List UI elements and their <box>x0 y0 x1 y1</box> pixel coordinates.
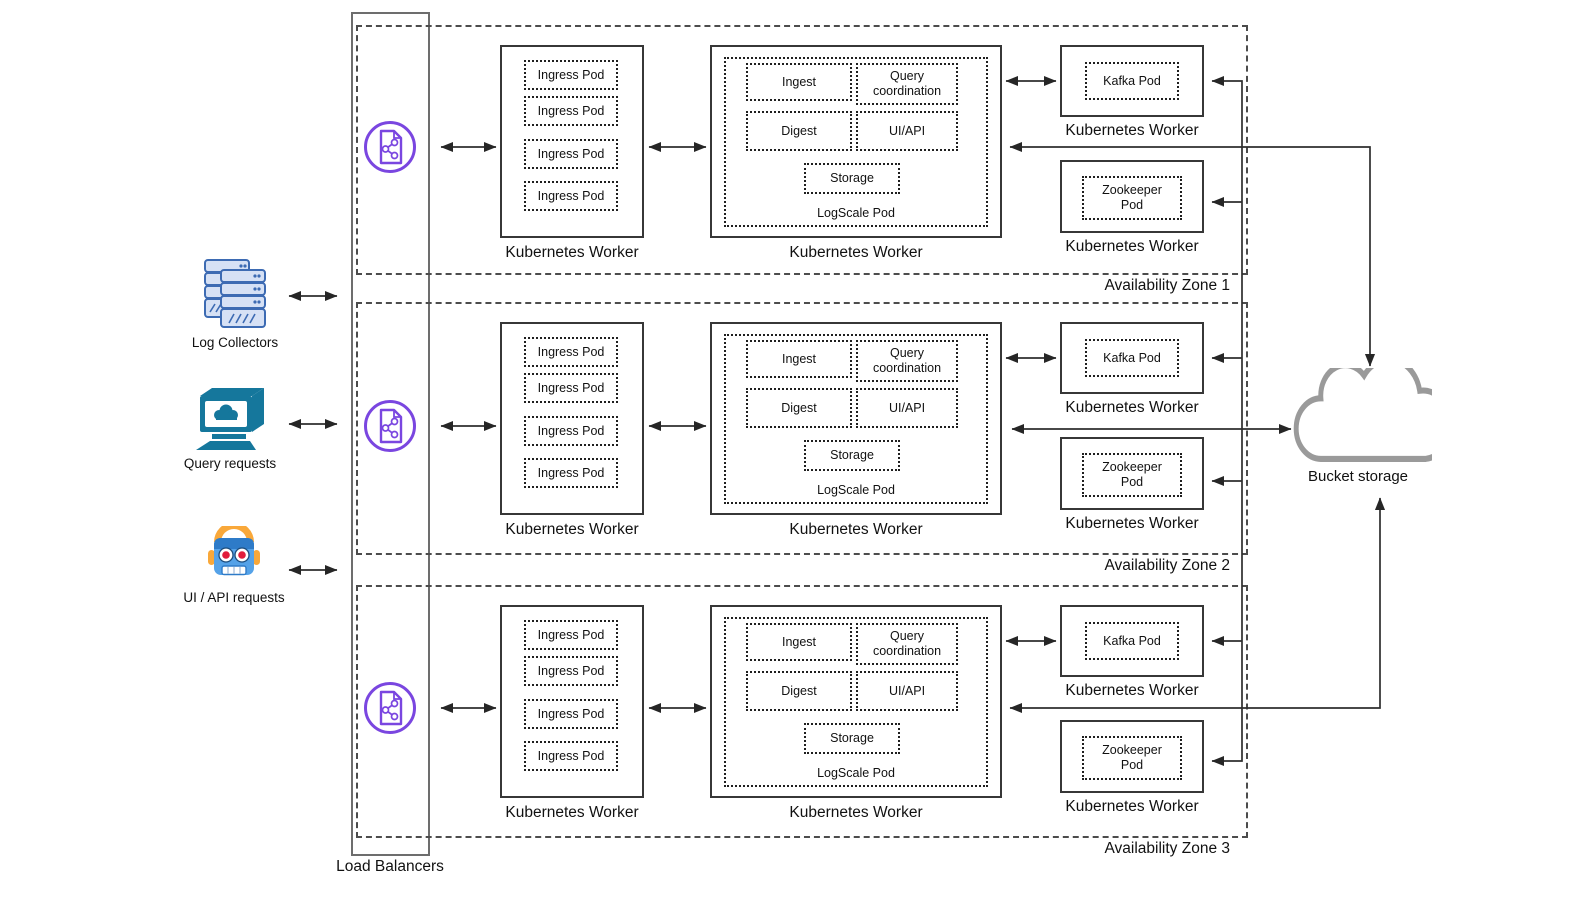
zookeeper-worker-z1: Zookeeper Pod <box>1060 160 1204 233</box>
digest-pod: Digest <box>746 111 852 151</box>
logscale-pod-label: LogScale Pod <box>817 483 895 497</box>
kafka-pod: Kafka Pod <box>1085 622 1179 660</box>
storage-pod: Storage <box>804 163 900 194</box>
zookeeper-worker-z3: Zookeeper Pod <box>1060 720 1204 793</box>
ingress-pod: Ingress Pod <box>524 337 618 367</box>
ingress-pod: Ingress Pod <box>524 741 618 771</box>
ui-api-requests-label: UI / API requests <box>183 590 285 605</box>
logscale-pod: Ingest Query coordination Digest UI/API … <box>724 617 988 787</box>
ingest-pod: Ingest <box>746 63 852 101</box>
zookeeper-pod: Zookeeper Pod <box>1082 736 1182 780</box>
server-stack-icon <box>204 259 266 328</box>
ingress-pod: Ingress Pod <box>524 699 618 729</box>
zone-label: Availability Zone 3 <box>1104 840 1230 857</box>
query-coordination-pod: Query coordination <box>856 340 958 382</box>
query-requests-label: Query requests <box>183 456 277 471</box>
ingress-pod: Ingress Pod <box>524 656 618 686</box>
ingress-worker-z3: Ingress Pod Ingress Pod Ingress Pod Ingr… <box>500 605 644 798</box>
logscale-worker-z2: Ingest Query coordination Digest UI/API … <box>710 322 1002 515</box>
zookeeper-pod: Zookeeper Pod <box>1082 453 1182 497</box>
kafka-worker-z1: Kafka Pod <box>1060 45 1204 117</box>
logscale-worker-z1: Ingest Query coordination Digest UI/API … <box>710 45 1002 238</box>
ui-api-pod: UI/API <box>856 388 958 428</box>
load-balancers-label: Load Balancers <box>336 858 444 875</box>
digest-pod: Digest <box>746 671 852 711</box>
worker-label: Kubernetes Worker <box>789 244 923 261</box>
ingress-pod: Ingress Pod <box>524 60 618 90</box>
bucket-storage-label: Bucket storage <box>1307 468 1409 485</box>
ingress-pod: Ingress Pod <box>524 458 618 488</box>
ingress-pod: Ingress Pod <box>524 181 618 211</box>
ingress-worker-z1: Ingress Pod Ingress Pod Ingress Pod Ingr… <box>500 45 644 238</box>
availability-zone-2: Ingress Pod Ingress Pod Ingress Pod Ingr… <box>356 302 1248 574</box>
worker-label: Kubernetes Worker <box>1065 515 1199 532</box>
robot-icon <box>208 526 260 576</box>
ui-api-pod: UI/API <box>856 111 958 151</box>
kafka-worker-z3: Kafka Pod <box>1060 605 1204 677</box>
zookeeper-pod: Zookeeper Pod <box>1082 176 1182 220</box>
ingress-pod: Ingress Pod <box>524 620 618 650</box>
worker-label: Kubernetes Worker <box>1065 682 1199 699</box>
logscale-worker-z3: Ingest Query coordination Digest UI/API … <box>710 605 1002 798</box>
kafka-pod: Kafka Pod <box>1085 62 1179 100</box>
zone-label: Availability Zone 1 <box>1104 277 1230 294</box>
query-coordination-pod: Query coordination <box>856 623 958 665</box>
ingress-pod: Ingress Pod <box>524 373 618 403</box>
ingress-worker-z2: Ingress Pod Ingress Pod Ingress Pod Ingr… <box>500 322 644 515</box>
zone-label: Availability Zone 2 <box>1104 557 1230 574</box>
worker-label: Kubernetes Worker <box>1065 798 1199 815</box>
bucket-storage-cloud-icon <box>1293 368 1432 462</box>
logscale-pod-label: LogScale Pod <box>817 206 895 220</box>
terminal-cloud-icon <box>196 388 264 450</box>
worker-label: Kubernetes Worker <box>505 244 639 261</box>
query-coordination-pod: Query coordination <box>856 63 958 105</box>
worker-label: Kubernetes Worker <box>505 521 639 538</box>
availability-zone-3: Ingress Pod Ingress Pod Ingress Pod Ingr… <box>356 585 1248 857</box>
logscale-pod-label: LogScale Pod <box>817 766 895 780</box>
ingest-pod: Ingest <box>746 623 852 661</box>
availability-zone-1: Ingress Pod Ingress Pod Ingress Pod Ingr… <box>356 25 1248 294</box>
worker-label: Kubernetes Worker <box>789 521 923 538</box>
load-balancers-frame <box>351 12 430 856</box>
logscale-pod: Ingest Query coordination Digest UI/API … <box>724 57 988 227</box>
ingress-pod: Ingress Pod <box>524 96 618 126</box>
ui-api-pod: UI/API <box>856 671 958 711</box>
worker-label: Kubernetes Worker <box>505 804 639 821</box>
worker-label: Kubernetes Worker <box>789 804 923 821</box>
log-collectors-label: Log Collectors <box>191 335 279 350</box>
logscale-pod: Ingest Query coordination Digest UI/API … <box>724 334 988 504</box>
worker-label: Kubernetes Worker <box>1065 399 1199 416</box>
kafka-worker-z2: Kafka Pod <box>1060 322 1204 394</box>
storage-pod: Storage <box>804 440 900 471</box>
digest-pod: Digest <box>746 388 852 428</box>
worker-label: Kubernetes Worker <box>1065 122 1199 139</box>
storage-pod: Storage <box>804 723 900 754</box>
ingress-pod: Ingress Pod <box>524 139 618 169</box>
kafka-pod: Kafka Pod <box>1085 339 1179 377</box>
worker-label: Kubernetes Worker <box>1065 238 1199 255</box>
ingest-pod: Ingest <box>746 340 852 378</box>
ingress-pod: Ingress Pod <box>524 416 618 446</box>
zookeeper-worker-z2: Zookeeper Pod <box>1060 437 1204 510</box>
